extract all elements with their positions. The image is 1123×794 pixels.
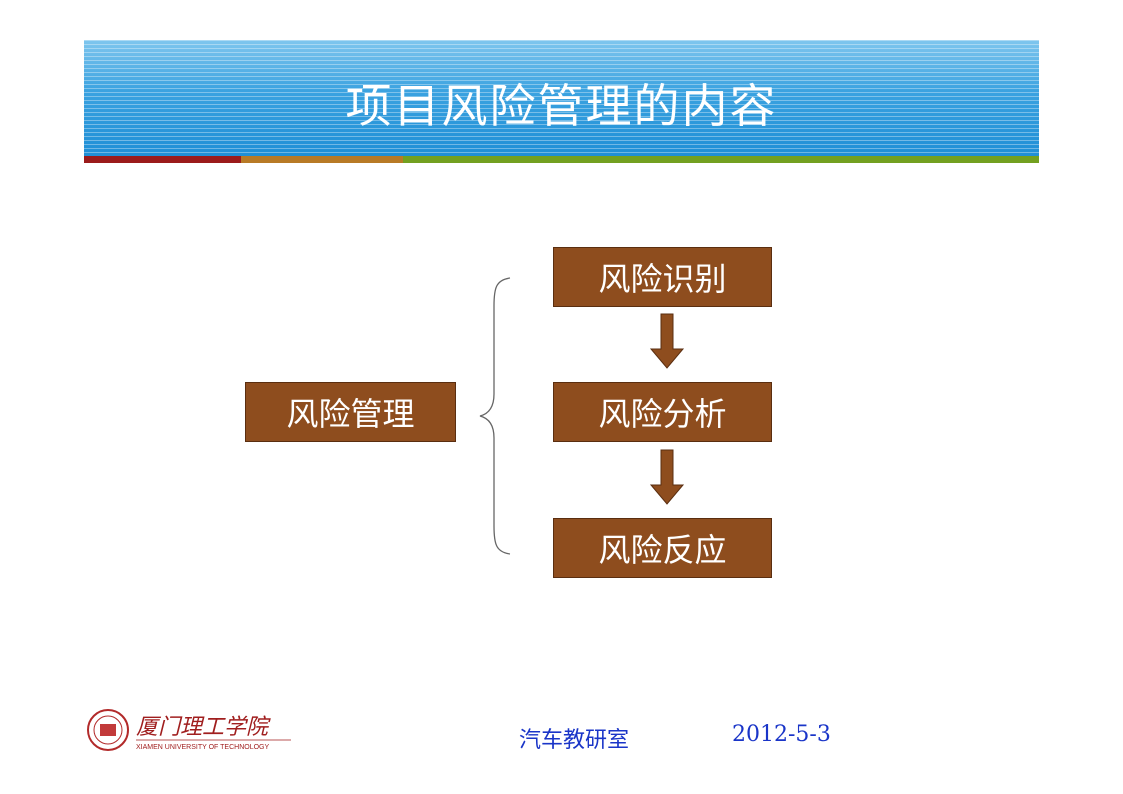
- curly-brace: [479, 277, 511, 555]
- title-banner: 项目风险管理的内容: [84, 40, 1039, 156]
- accent-bar-orange: [241, 156, 403, 163]
- step-box-identification: 风险识别: [553, 247, 772, 307]
- down-arrow-icon: [649, 449, 685, 505]
- university-logo: 厦门理工学院 XIAMEN UNIVERSITY OF TECHNOLOGY: [87, 709, 291, 751]
- step-box-response: 风险反应: [553, 518, 772, 578]
- slide-title: 项目风险管理的内容: [345, 79, 778, 133]
- footer-date: 2012-5-3: [732, 722, 831, 747]
- root-node-box: 风险管理: [245, 382, 456, 442]
- accent-bar-red: [84, 156, 241, 163]
- step-box-analysis: 风险分析: [553, 382, 772, 442]
- logo-text-cn: 厦门理工学院: [136, 715, 271, 740]
- logo-text-en: XIAMEN UNIVERSITY OF TECHNOLOGY: [136, 744, 269, 751]
- accent-bar-green: [403, 156, 1039, 163]
- footer-department: 汽车教研室: [519, 728, 630, 753]
- down-arrow-icon: [649, 313, 685, 369]
